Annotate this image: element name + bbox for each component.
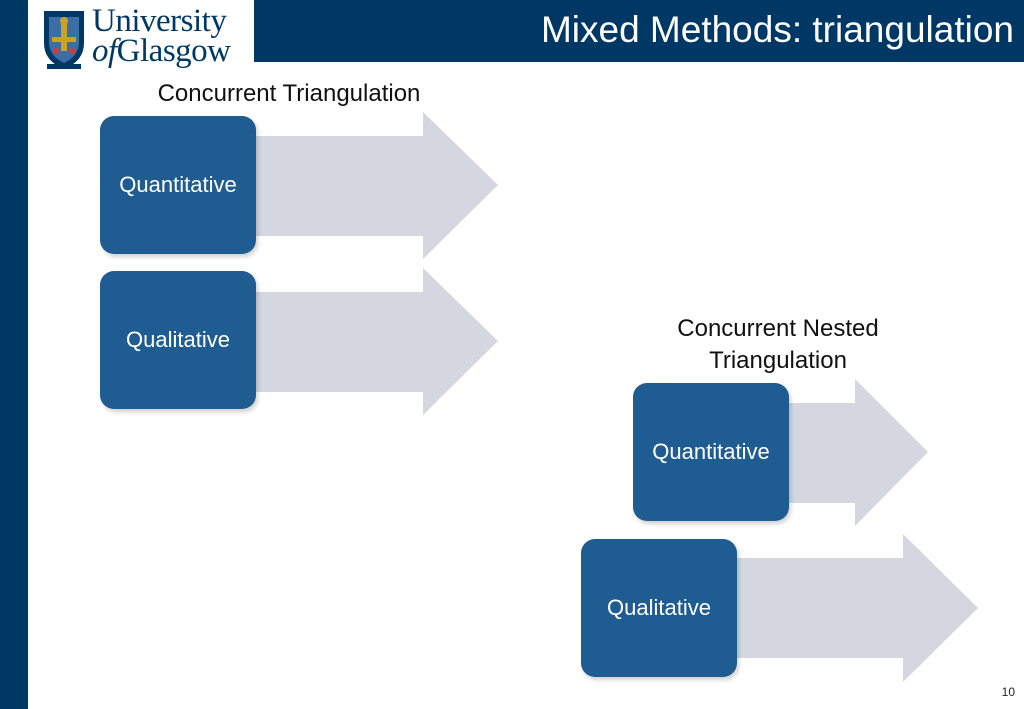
arrow-nested-qualitative bbox=[710, 534, 978, 682]
logo-text-of: of bbox=[92, 33, 117, 69]
left-accent-bar bbox=[0, 0, 28, 709]
arrow-nested-quantitative bbox=[760, 379, 928, 526]
nested-quantitative-box: Quantitative bbox=[633, 383, 789, 521]
quantitative-box-label: Quantitative bbox=[119, 172, 237, 197]
page-number: 10 bbox=[1001, 685, 1015, 699]
nested-label-line2: Triangulation bbox=[709, 347, 847, 374]
quantitative-box: Quantitative bbox=[100, 116, 256, 254]
concurrent-nested-triangulation-label: Concurrent Nested Triangulation bbox=[618, 313, 938, 377]
university-logo: University ofGlasgow bbox=[28, 0, 254, 78]
slide-title: Mixed Methods: triangulation bbox=[540, 9, 1014, 50]
concurrent-triangulation-label: Concurrent Triangulation bbox=[157, 80, 421, 107]
arrow-quantitative bbox=[230, 112, 498, 259]
arrow-qualitative bbox=[230, 268, 498, 415]
nested-qualitative-box: Qualitative bbox=[581, 539, 737, 677]
logo-text-glasgow: Glasgow bbox=[116, 33, 231, 69]
qualitative-box: Qualitative bbox=[100, 271, 256, 409]
nested-qualitative-box-label: Qualitative bbox=[607, 595, 711, 620]
logo-text-university: University bbox=[92, 3, 227, 39]
nested-label-line1: Concurrent Nested bbox=[677, 315, 879, 342]
crest-icon bbox=[44, 11, 84, 69]
logo-text-of-glasgow: ofGlasgow bbox=[92, 33, 231, 70]
nested-quantitative-box-label: Quantitative bbox=[652, 439, 770, 464]
qualitative-box-label: Qualitative bbox=[126, 327, 230, 352]
